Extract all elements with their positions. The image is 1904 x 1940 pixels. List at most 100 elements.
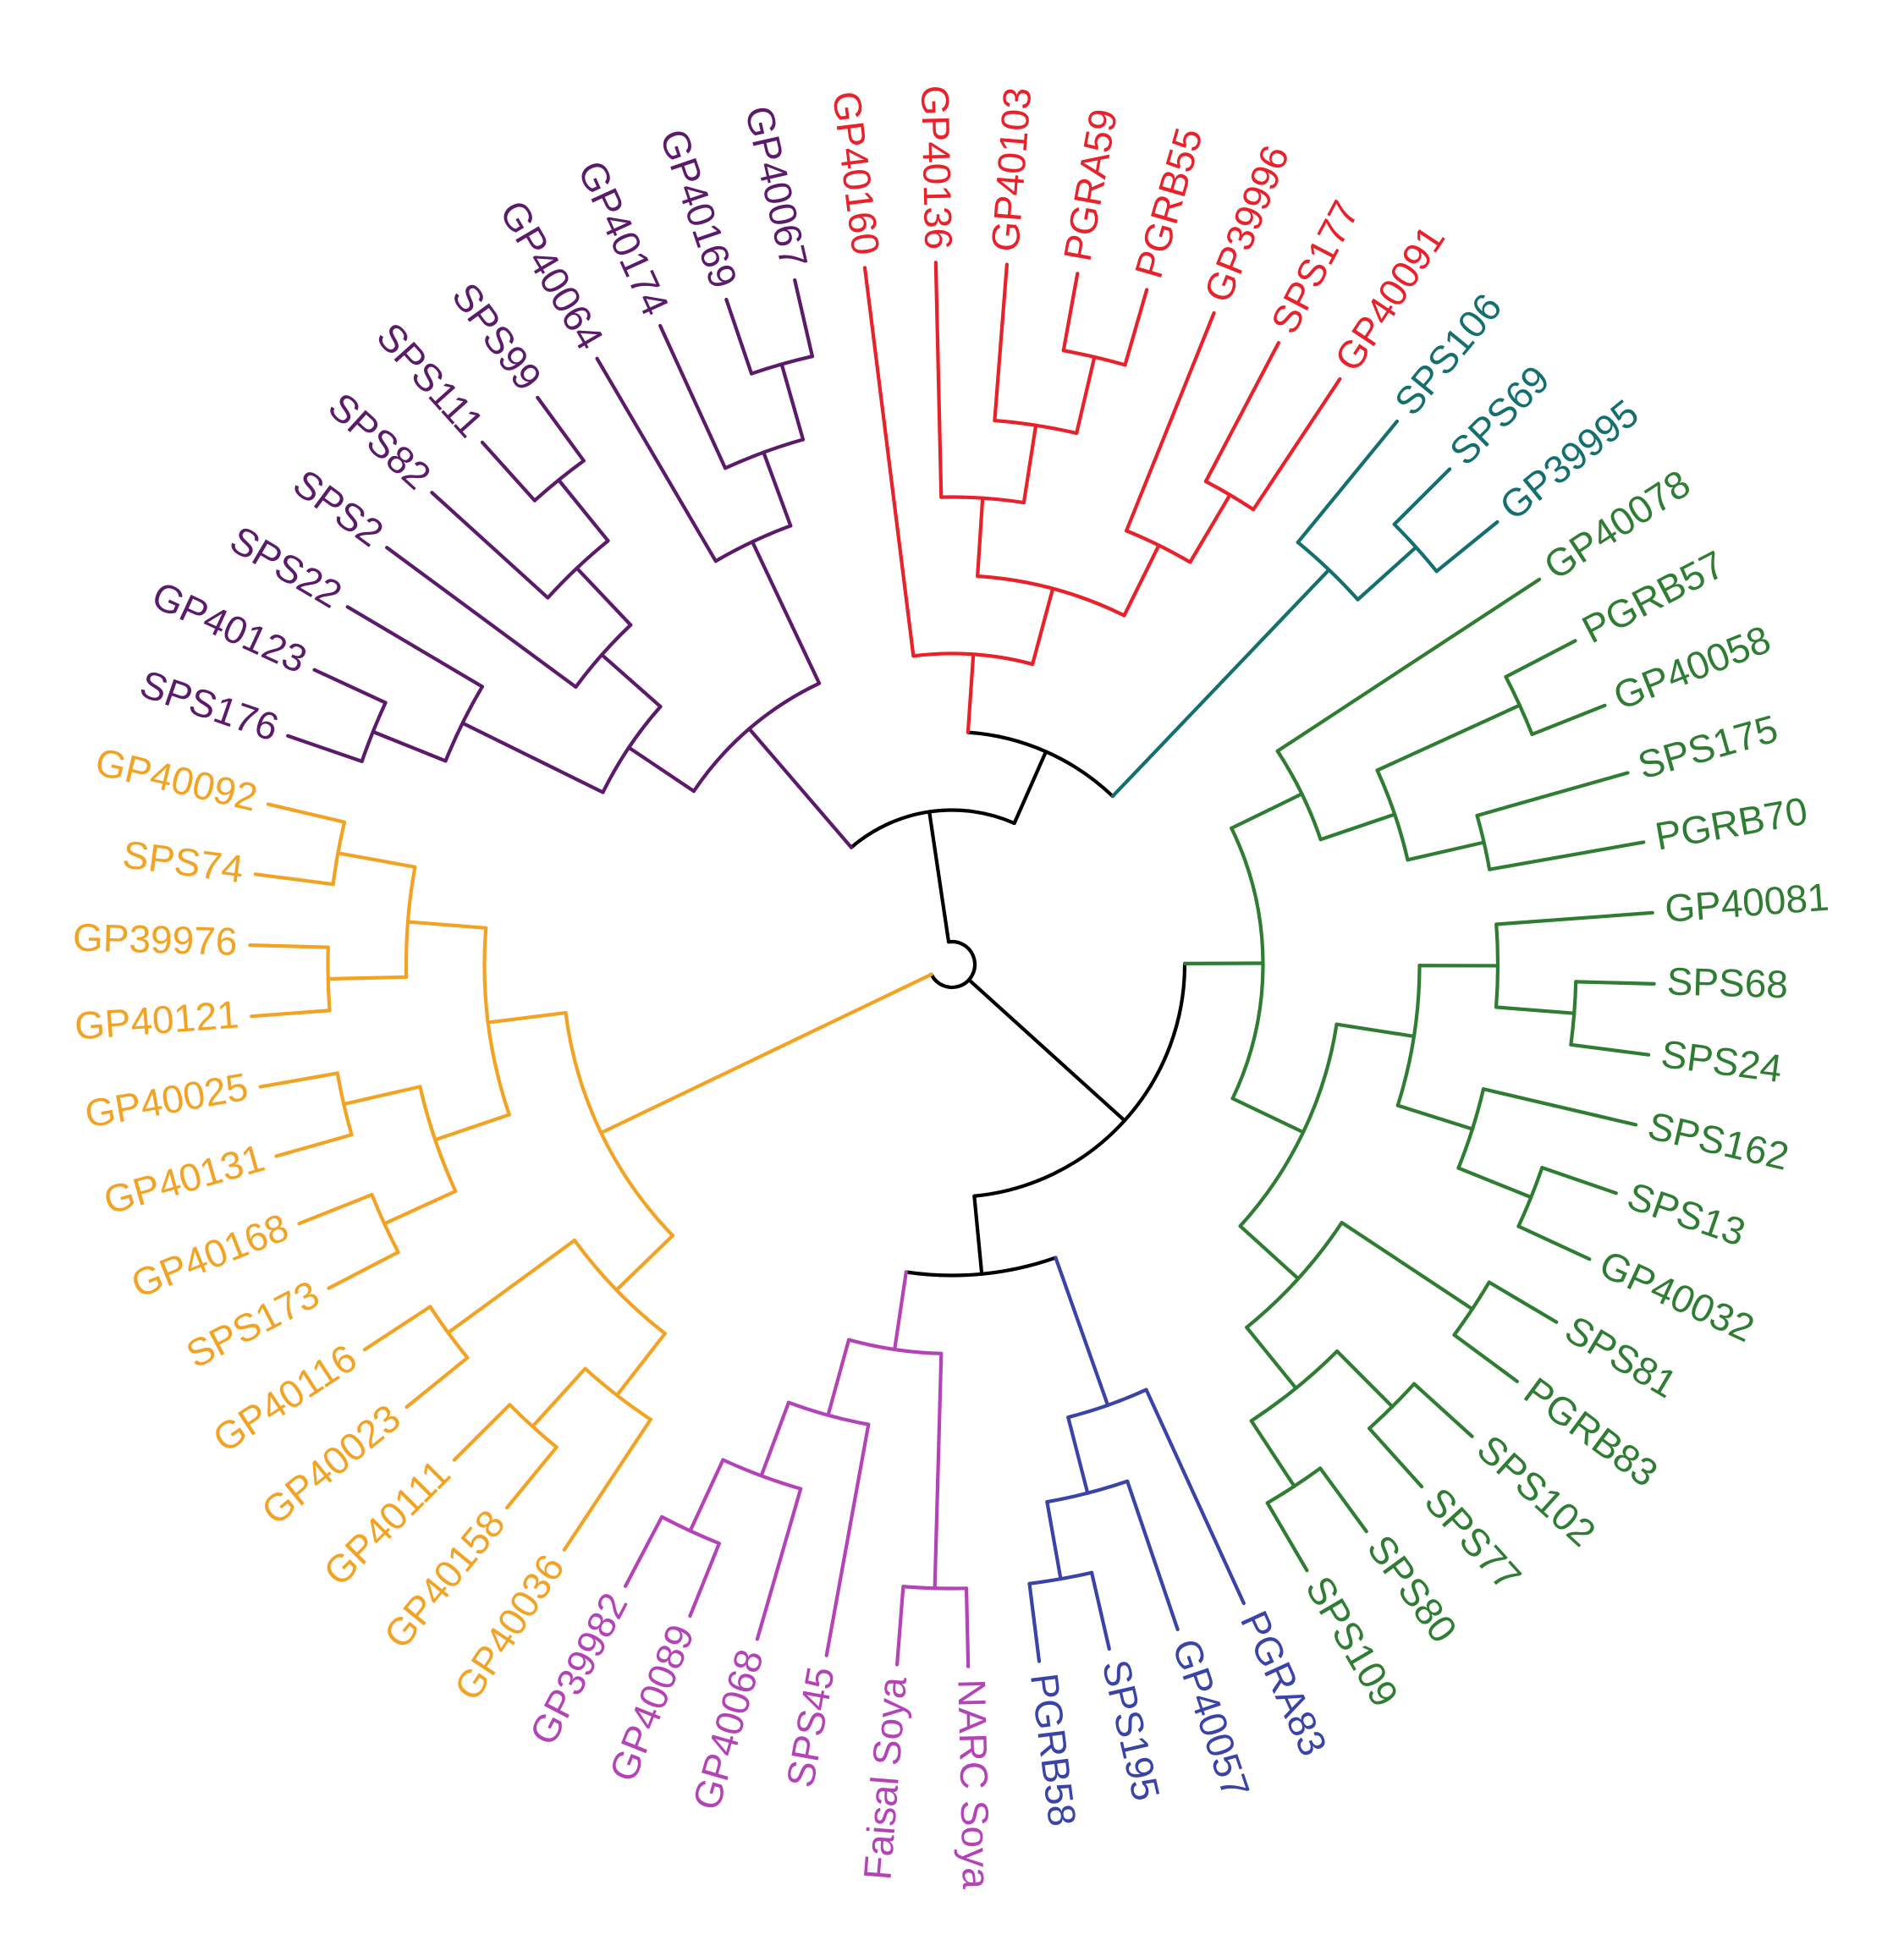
branch-arc (482, 926, 511, 1117)
branch-segment (1356, 545, 1418, 602)
branch-arc (1249, 1349, 1340, 1423)
leaf-branch (430, 491, 550, 600)
branch-segment (575, 566, 633, 627)
branch-arc (326, 945, 332, 1013)
leaf-label: SPS176 (135, 662, 284, 750)
branch-arc (1494, 922, 1500, 1009)
branch-segment (1054, 1256, 1110, 1408)
leaf-branch (286, 734, 364, 763)
branch-arc (508, 1403, 559, 1449)
branch-arc (972, 961, 1187, 1198)
leaf-branch (1412, 1382, 1474, 1438)
leaf-label: SPS45 (778, 1663, 843, 1790)
branch-arc (1395, 964, 1422, 1107)
leaf-branch (404, 1355, 470, 1410)
branch-arc (1066, 1388, 1148, 1420)
leaf-label: GP40068 (684, 1645, 772, 1815)
branch-arc (404, 865, 417, 979)
leaf-branch (1574, 980, 1656, 986)
branch-segment (1340, 1220, 1474, 1311)
leaf-label: GP40136 (913, 85, 960, 250)
leaf-label: GP40169 (652, 124, 746, 294)
branch-segment (460, 721, 605, 794)
leaf-branch (1123, 288, 1149, 367)
leaf-branch (266, 802, 347, 824)
branch-arc (1375, 768, 1410, 862)
branch-segment (1494, 1005, 1577, 1015)
leaf-branch (1475, 771, 1630, 818)
branch-arc (786, 1400, 871, 1426)
leaf-branch (862, 266, 916, 658)
branch-segment (1188, 492, 1232, 564)
leaf-branch (1540, 1166, 1618, 1195)
leaf-branch (562, 1417, 652, 1553)
branch-segment (342, 1085, 422, 1107)
branch-arc (901, 1585, 969, 1591)
branch-segment (1066, 1415, 1090, 1495)
branch-segment (1488, 854, 1569, 871)
branch-segment (1075, 354, 1097, 436)
branch-arc (564, 1010, 675, 1238)
leaf-branch (793, 278, 815, 359)
leaf-branch (362, 1305, 432, 1352)
branch-segment (1021, 423, 1038, 505)
branch-segment (966, 978, 1127, 1123)
branch-arc (976, 574, 1126, 618)
branch-arc (1230, 826, 1265, 1101)
branch-segment (1456, 1166, 1533, 1200)
branch-segment (1334, 1349, 1395, 1409)
leaf-branch (297, 1192, 374, 1226)
leaf-branch (1434, 519, 1500, 574)
branch-arc (1456, 1087, 1486, 1170)
branch-segment (405, 920, 488, 930)
branch-arc (966, 730, 1115, 799)
branch-arc (1296, 540, 1360, 602)
branch-arc (939, 495, 1026, 505)
leaf-branch (1516, 1224, 1592, 1261)
branch-segment (614, 1332, 667, 1398)
branch-segment (557, 478, 610, 543)
branch-segment (759, 1400, 791, 1478)
branch-arc (1516, 1166, 1544, 1228)
leaf-branch (1487, 1280, 1559, 1324)
branch-segment (614, 1234, 675, 1292)
leaf-branch (1125, 1479, 1180, 1632)
leaf-branch (1027, 1581, 1042, 1663)
branch-segment (1110, 568, 1331, 799)
leaf-branch (755, 1487, 803, 1641)
branch-arc (1203, 479, 1256, 512)
branch-segment (779, 362, 806, 442)
branch-segment (627, 745, 696, 794)
branch-arc (1125, 529, 1192, 564)
branch-arc (1452, 1280, 1491, 1337)
branch-segment (762, 450, 793, 528)
branch-arc (713, 524, 793, 563)
branch-segment (1045, 1500, 1063, 1581)
leaf-branch (250, 1008, 332, 1019)
leaf-label: SPS22 (223, 517, 349, 617)
leaf-label: GP39976 (72, 915, 238, 963)
leaf-branch (1125, 311, 1216, 533)
leaf-branch (1144, 1388, 1246, 1606)
branch-segment (600, 652, 663, 709)
leaf-branch (1392, 467, 1452, 526)
leaf-branch (1061, 272, 1080, 353)
leaf-branch (1494, 910, 1654, 926)
leaf-branch (452, 1403, 512, 1462)
leaf-label: GP40092 (91, 739, 261, 820)
branch-segment (1245, 1325, 1298, 1390)
leaf-branch (1569, 1042, 1651, 1057)
leaf-branch (536, 395, 586, 463)
branch-segment (1012, 750, 1048, 826)
branch-segment (688, 1458, 725, 1533)
branch-segment (1334, 1022, 1417, 1038)
branch-arc (993, 418, 1079, 436)
leaf-label: GP40131 (99, 1135, 269, 1223)
branch-segment (336, 851, 417, 869)
branch-arc (1238, 1022, 1339, 1228)
branch-arc (1392, 522, 1439, 574)
branch-arc (370, 1192, 400, 1255)
branch-segment (976, 496, 985, 579)
branch-segment (927, 810, 951, 944)
